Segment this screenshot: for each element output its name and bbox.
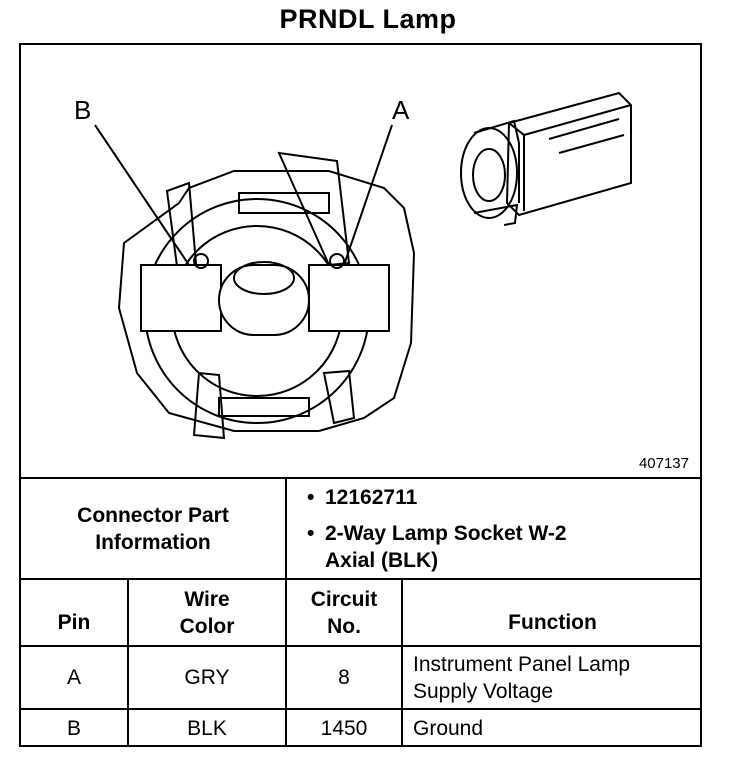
- contact-a: [329, 253, 345, 269]
- row-a-function: Instrument Panel Lamp Supply Voltage: [413, 651, 630, 705]
- connector-bottom-tab-left: [192, 371, 226, 440]
- page-title: PRNDL Lamp: [279, 4, 457, 34]
- leader-line-b: [94, 124, 190, 266]
- connector-outer-body: [117, 170, 416, 432]
- row-a-function-line2: Supply Voltage: [413, 680, 554, 703]
- part-description: • 2-Way Lamp Socket W-2 Axial (BLK): [307, 520, 567, 574]
- diagram-frame: [19, 43, 702, 747]
- row-a-circuit: 8: [338, 666, 350, 689]
- connector-illustration: [94, 91, 632, 440]
- contact-b: [193, 253, 209, 269]
- center-post: [218, 264, 310, 336]
- socket-body: [505, 91, 632, 217]
- part-description-line2: Axial (BLK): [325, 549, 439, 572]
- row-b-wire-color: BLK: [187, 717, 227, 740]
- divider-info-header: [19, 578, 702, 580]
- connector-bottom-tab-right: [322, 369, 356, 425]
- bullet-icon: •: [307, 486, 315, 509]
- divider-col-pin: [127, 578, 129, 747]
- header-wire-color: Wire Color: [129, 580, 285, 645]
- header-wire-color-line1: Wire: [184, 587, 230, 611]
- row-a-pin: A: [66, 666, 81, 689]
- divider-figure-table: [19, 477, 702, 479]
- part-number-text: 12162711: [325, 486, 418, 509]
- pin-b-label: B: [74, 95, 92, 125]
- connector-bottom-key: [218, 397, 310, 417]
- socket-side-view: [460, 91, 632, 226]
- divider-col-wire: [285, 578, 287, 747]
- connector-info-label-line1: Connector Part: [77, 503, 229, 527]
- terminal-b-bar: [140, 264, 222, 332]
- part-description-line1: 2-Way Lamp Socket W-2: [325, 522, 567, 545]
- connector-top-key: [238, 192, 330, 214]
- part-number: • 12162711: [307, 484, 418, 511]
- connector-info-label-line2: Information: [95, 530, 211, 554]
- divider-col-circuit: [401, 578, 403, 747]
- connector-top-tab-right: [277, 151, 351, 267]
- row-b-pin: B: [66, 717, 81, 740]
- center-post-top: [233, 261, 295, 295]
- row-a-wire-color: GRY: [184, 666, 230, 689]
- header-wire-color-line2: Color: [179, 614, 235, 638]
- socket-opening: [472, 148, 506, 202]
- terminal-a-bar: [308, 264, 390, 332]
- pin-a-label: A: [392, 95, 410, 125]
- divider-info-column: [285, 477, 287, 578]
- row-b-circuit: 1450: [320, 717, 368, 740]
- row-a-function-line1: Instrument Panel Lamp: [413, 653, 631, 676]
- header-function: Function: [508, 611, 597, 634]
- bullet-icon: •: [307, 522, 315, 545]
- header-circuit-line2: No.: [327, 614, 361, 638]
- header-circuit-line1: Circuit: [310, 587, 378, 611]
- leader-line-a: [343, 124, 393, 266]
- row-b-function: Ground: [413, 717, 484, 740]
- header-circuit: Circuit No.: [287, 580, 401, 645]
- connector-info-label: Connector Part Information: [21, 479, 285, 578]
- header-pin: Pin: [57, 611, 91, 634]
- figure-number: 407137: [638, 455, 689, 472]
- divider-header-rows: [19, 645, 702, 647]
- divider-row-a-b: [19, 708, 702, 710]
